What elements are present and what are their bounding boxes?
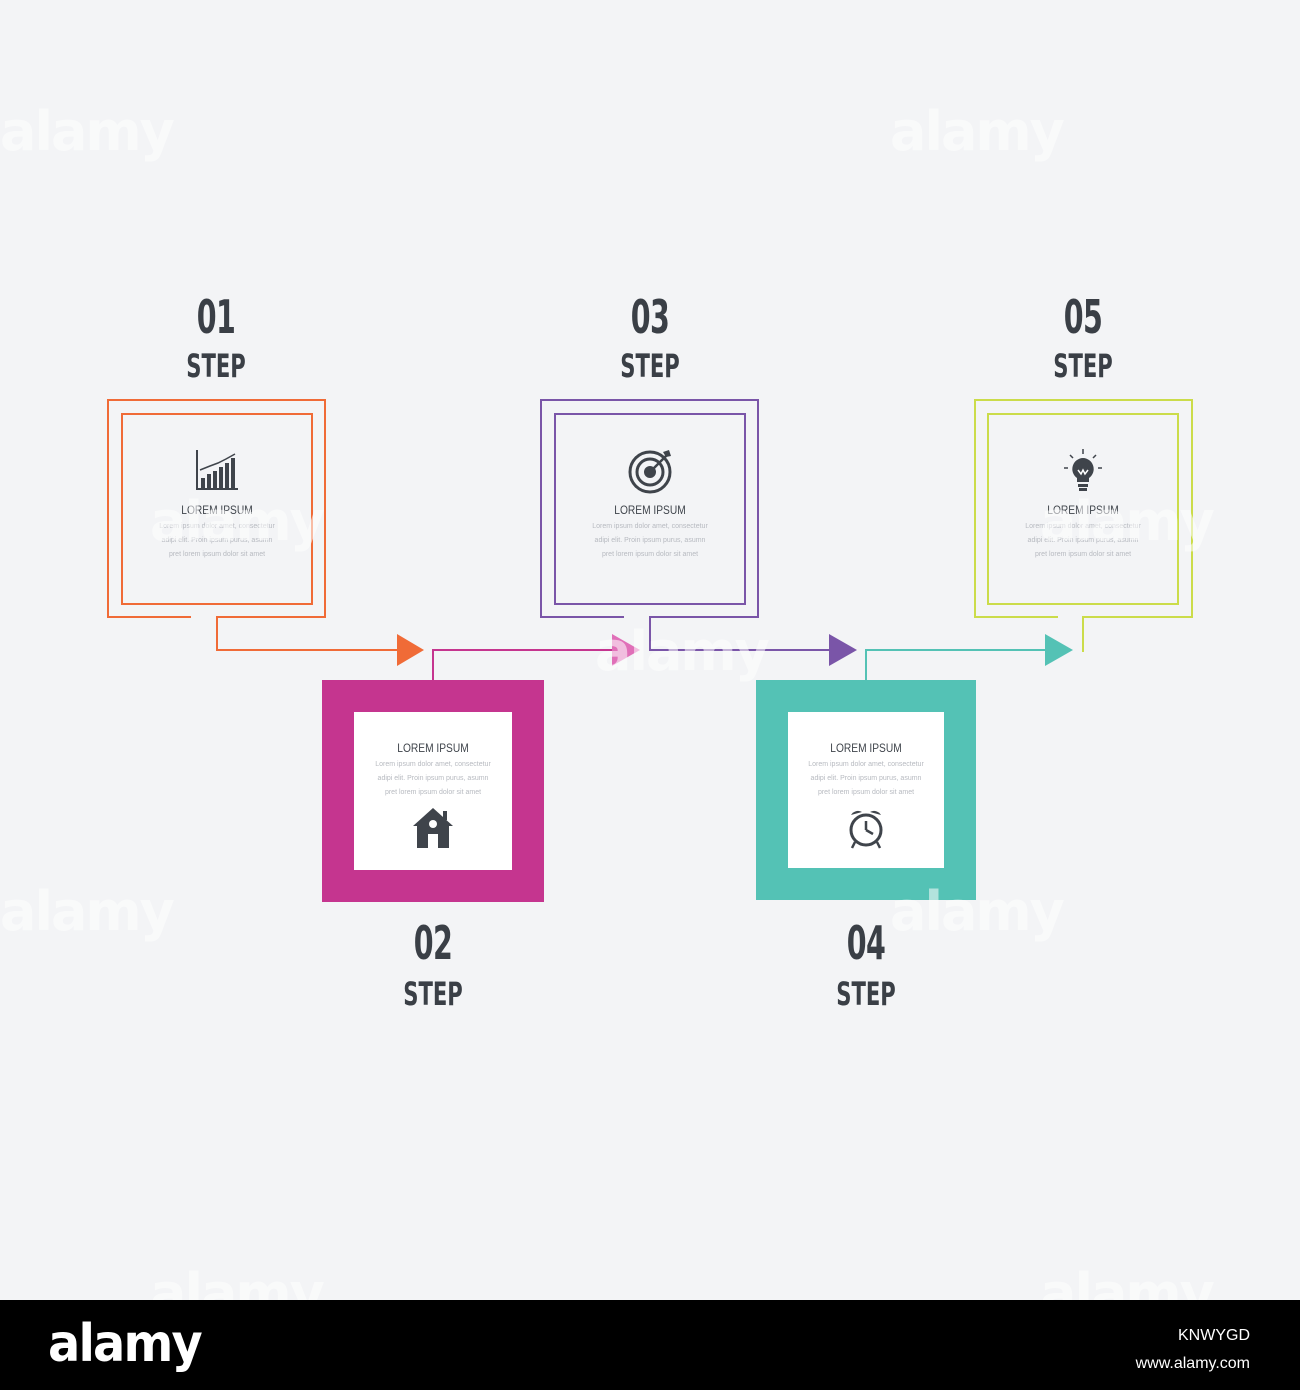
step-03-description: Lorem ipsum dolor amet, consectetur adip… bbox=[588, 520, 712, 562]
step-01-description: Lorem ipsum dolor amet, consectetur adip… bbox=[155, 520, 279, 562]
step-01-line-3: pret lorem ipsum dolor sit amet bbox=[168, 551, 266, 558]
step-02-frame bbox=[322, 649, 615, 902]
site-url: www.alamy.com bbox=[1135, 1355, 1250, 1372]
step-02-label: STEP bbox=[403, 975, 463, 1013]
step-04-label: STEP bbox=[836, 975, 896, 1013]
image-reference: KNWYGD www.alamy.com bbox=[1136, 1322, 1250, 1378]
step-02-number: 02 bbox=[413, 916, 453, 970]
step-01-label: STEP bbox=[186, 347, 246, 385]
image-id: KNWYGD bbox=[1178, 1327, 1250, 1344]
arrow-04-icon bbox=[1045, 634, 1073, 666]
step-02-line-2: adipi elit. Proin ipsum purus, asumn bbox=[377, 775, 489, 782]
infographic: 01 STEP LOREM IPSUM Lorem ipsum dolor am… bbox=[107, 290, 1193, 1013]
arrow-03-icon bbox=[829, 634, 857, 666]
step-02-line-3: pret lorem ipsum dolor sit amet bbox=[384, 789, 482, 796]
step-04-description: Lorem ipsum dolor amet, consectetur adip… bbox=[804, 758, 928, 800]
step-04-line-3: pret lorem ipsum dolor sit amet bbox=[817, 789, 915, 796]
step-04-title: LOREM IPSUM bbox=[830, 741, 902, 755]
step-02-description: Lorem ipsum dolor amet, consectetur adip… bbox=[371, 758, 495, 800]
house-icon bbox=[408, 804, 458, 854]
arrow-01-icon bbox=[397, 634, 424, 666]
step-03-title: LOREM IPSUM bbox=[614, 503, 686, 517]
step-03-line-1: Lorem ipsum dolor amet, consectetur bbox=[592, 523, 708, 530]
step-04-number: 04 bbox=[846, 916, 886, 970]
light-bulb-icon bbox=[1058, 446, 1108, 496]
step-05-frame bbox=[974, 399, 1193, 652]
step-01-line-1: Lorem ipsum dolor amet, consectetur bbox=[159, 523, 275, 530]
step-05-title: LOREM IPSUM bbox=[1047, 503, 1119, 517]
bar-chart-icon bbox=[192, 446, 242, 496]
step-01-title: LOREM IPSUM bbox=[181, 503, 253, 517]
step-03-number: 03 bbox=[630, 290, 670, 344]
step-01-number: 01 bbox=[196, 290, 236, 344]
target-icon bbox=[625, 446, 675, 496]
step-02-title: LOREM IPSUM bbox=[397, 741, 469, 755]
step-03-frame bbox=[540, 399, 832, 651]
step-03-line-3: pret lorem ipsum dolor sit amet bbox=[601, 551, 699, 558]
step-03-line-2: adipi elit. Proin ipsum purus, asumn bbox=[594, 537, 706, 544]
step-04-line-2: adipi elit. Proin ipsum purus, asumn bbox=[810, 775, 922, 782]
step-01-line-2: adipi elit. Proin ipsum purus, asumn bbox=[161, 537, 273, 544]
arrow-02-icon bbox=[612, 634, 640, 666]
step-05-description: Lorem ipsum dolor amet, consectetur adip… bbox=[1021, 520, 1145, 562]
step-diagram-graphics bbox=[107, 399, 1193, 902]
step-01-frame bbox=[107, 399, 400, 651]
step-05-line-3: pret lorem ipsum dolor sit amet bbox=[1034, 551, 1132, 558]
step-05-line-1: Lorem ipsum dolor amet, consectetur bbox=[1025, 523, 1141, 530]
step-04-frame bbox=[756, 649, 1048, 900]
step-05-number: 05 bbox=[1063, 290, 1103, 344]
alarm-clock-icon bbox=[841, 804, 891, 854]
footer-bar: alamy KNWYGD www.alamy.com bbox=[0, 1300, 1300, 1390]
step-04-line-1: Lorem ipsum dolor amet, consectetur bbox=[808, 761, 924, 768]
step-05-line-2: adipi elit. Proin ipsum purus, asumn bbox=[1027, 537, 1139, 544]
brand-logo: alamy bbox=[48, 1314, 203, 1374]
step-02-line-1: Lorem ipsum dolor amet, consectetur bbox=[375, 761, 491, 768]
step-05-label: STEP bbox=[1053, 347, 1113, 385]
step-03-label: STEP bbox=[620, 347, 680, 385]
